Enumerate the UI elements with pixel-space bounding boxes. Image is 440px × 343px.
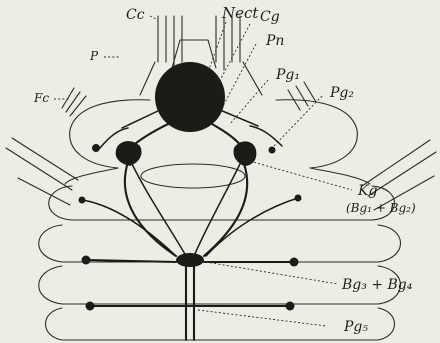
segment1-right-node (295, 195, 302, 202)
label-nect: Nect (222, 6, 258, 21)
right-lower-lobe (310, 168, 370, 184)
segment1-left-node (79, 197, 86, 204)
left-lower-lobe (65, 168, 118, 184)
label-p: P (90, 50, 98, 62)
label-pg5: Pg₅ (344, 320, 368, 334)
left-horn (140, 62, 155, 95)
left-leg-1b (12, 138, 78, 180)
label-cg: Cg (260, 10, 280, 24)
leader-nect (208, 22, 226, 72)
left-leg-2 (18, 178, 70, 205)
segment2-right-node (290, 258, 299, 267)
label-kg-sub: (Bg₁ + Bg₂) (346, 202, 416, 214)
label-pg2: Pg₂ (330, 86, 354, 100)
segment-1 (49, 186, 395, 220)
segment1-left-nerve (82, 200, 176, 256)
label-kg: Kg (358, 184, 377, 198)
left-leg-1a (6, 148, 72, 190)
right-inner-connective (194, 164, 240, 256)
segment1-right-nerve (206, 198, 298, 256)
leader-bg34 (206, 262, 338, 284)
cerebral-ganglion (155, 62, 225, 132)
label-fc: Fc (34, 92, 49, 104)
right-side-process (288, 82, 316, 110)
right-lateral-ganglion (233, 141, 256, 166)
label-pg1: Pg₁ (276, 68, 300, 82)
label-bg34: Bg₃ + Bg₄ (342, 278, 412, 292)
right-outer-connective (204, 164, 247, 256)
nervous-system (79, 62, 302, 340)
left-pn-nerve (122, 110, 160, 128)
segment2-left-node (82, 256, 91, 265)
segment3-left-node (86, 302, 95, 311)
body-outline (6, 100, 436, 340)
right-pn-nerve (220, 110, 258, 126)
leader-cg (218, 24, 250, 84)
leader-kg (246, 160, 352, 190)
leader-lines (54, 16, 352, 326)
left-outer-connective (125, 162, 176, 256)
left-small-node (92, 144, 100, 152)
leader-pg5 (198, 310, 326, 326)
segment3-right-node (286, 302, 295, 311)
label-cc: Cc (126, 8, 145, 22)
ventral-ganglion-mass (176, 253, 204, 267)
leader-cc (150, 16, 158, 20)
label-pn: Pn (266, 34, 284, 48)
right-head-lobe (276, 100, 357, 168)
leader-pg2 (272, 96, 322, 148)
